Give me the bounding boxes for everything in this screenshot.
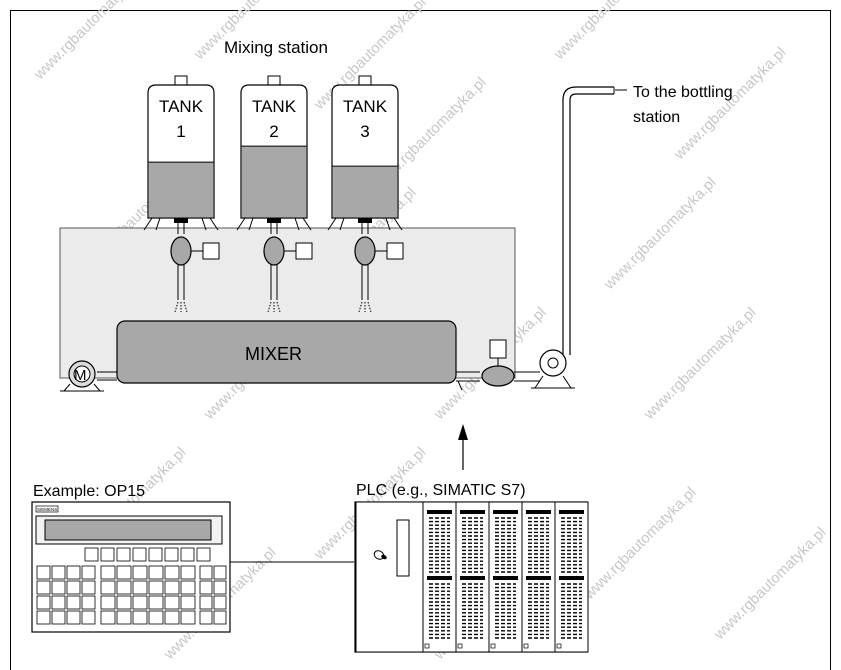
plc-key-switch-icon [373,550,387,560]
op15-keypad [36,547,227,625]
left-motor-icon: M [60,360,117,392]
tank-valve-icon [263,236,285,266]
pump-icon [531,349,575,389]
mixer: MIXER [116,320,457,384]
watermark: www.rgbautomatyka.pl [640,304,759,423]
tanks: TANK 1 TANK 2 TANK 3 [143,75,404,313]
tank-label: TANK [343,97,388,116]
watermark: www.rgbautomatyka.pl [670,44,789,163]
mixing-station-title: Mixing station [224,38,328,57]
watermark: www.rgbautomatyka.pl [550,0,669,64]
tank-label: TANK [159,97,204,116]
tank-valve-icon [170,236,192,266]
operator-panel: SIEMENS [31,501,231,633]
tank-liquid-level [332,166,398,218]
outlet-valve-icon [456,339,540,391]
tank-number: 1 [176,122,185,141]
plc-rack [354,501,589,653]
destination-label-line2: station [633,109,680,126]
tank-2: TANK 2 [236,75,313,313]
op15-caption: Example: OP15 [33,483,145,500]
figure-frame [10,10,831,670]
tank-liquid-level [148,162,214,218]
control-arrow-icon [458,424,468,470]
svg-text:M: M [74,367,87,384]
plc-io-modules [422,501,589,653]
op15-brand: SIEMENS [37,507,57,512]
tank-label: TANK [252,97,297,116]
tank-number: 3 [360,122,369,141]
watermark: www.rgbautomatyka.pl [30,0,149,84]
tank-number: 2 [269,122,278,141]
destination-label-line1: To the bottling [633,84,733,101]
bottling-pipe [562,86,627,355]
watermark: www.rgbautomatyka.pl [710,524,829,643]
watermark: www.rgbautomatyka.pl [580,484,699,603]
watermark: www.rgbautomatyka.pl [600,174,719,293]
mixer-vessel [116,320,457,384]
tank-3: TANK 3 [327,75,404,313]
tank-valve-icon [354,236,376,266]
tank-liquid-level [241,146,307,218]
plc-cpu-slot [396,519,410,577]
plc-caption: PLC (e.g., SIMATIC S7) [356,482,526,499]
tank-1: TANK 1 [143,75,220,313]
mixer-label: MIXER [245,344,302,364]
